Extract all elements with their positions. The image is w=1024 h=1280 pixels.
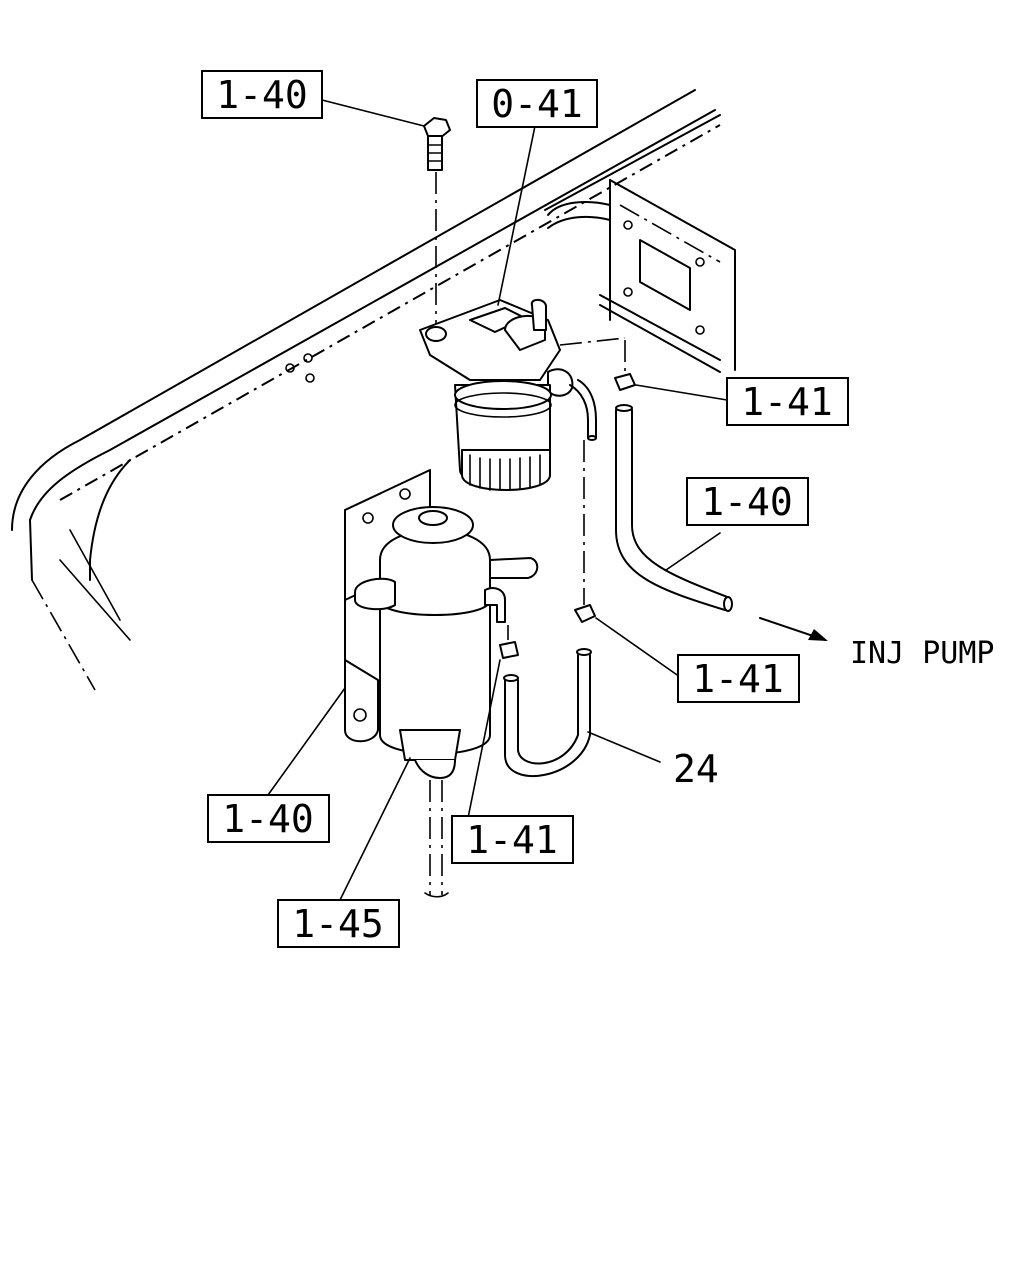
fuel-hose-to-pump: [559, 337, 733, 612]
label-bracket-lower: 1-40: [207, 794, 330, 843]
leader-lines: [267, 99, 728, 901]
sedimenter-assembly: [344, 469, 539, 898]
fuel-hose-24: [499, 440, 596, 777]
mounting-bolt: [423, 117, 451, 330]
svg-text:1-41: 1-41: [692, 657, 784, 701]
label-clip-right-upper: 1-41: [726, 377, 849, 426]
svg-text:1-40: 1-40: [216, 73, 308, 117]
label-bolt-top: 1-40: [201, 70, 323, 119]
svg-text:INJ PUMP: INJ PUMP: [850, 636, 995, 671]
label-hose-24: 24: [673, 747, 719, 791]
label-sedimenter: 1-45: [277, 899, 400, 948]
label-clip-right-lower: 1-41: [677, 654, 800, 703]
svg-text:1-40: 1-40: [701, 480, 793, 524]
inj-pump-arrow: [759, 617, 828, 641]
label-hose-right: 1-40: [686, 477, 809, 526]
svg-text:1-40: 1-40: [222, 797, 314, 841]
svg-text:24: 24: [673, 747, 719, 791]
label-clip-lower: 1-41: [451, 815, 574, 864]
svg-text:1-41: 1-41: [466, 818, 558, 862]
cross-member-plate: [547, 179, 736, 373]
fuel-filter-head-assembly: [419, 298, 597, 491]
label-inj-pump: INJ PUMP: [850, 636, 995, 671]
frame-rail: [11, 89, 721, 691]
label-filter-head: 0-41: [476, 79, 598, 128]
svg-text:0-41: 0-41: [491, 82, 583, 126]
svg-text:1-45: 1-45: [292, 902, 384, 946]
svg-text:1-41: 1-41: [741, 380, 833, 424]
